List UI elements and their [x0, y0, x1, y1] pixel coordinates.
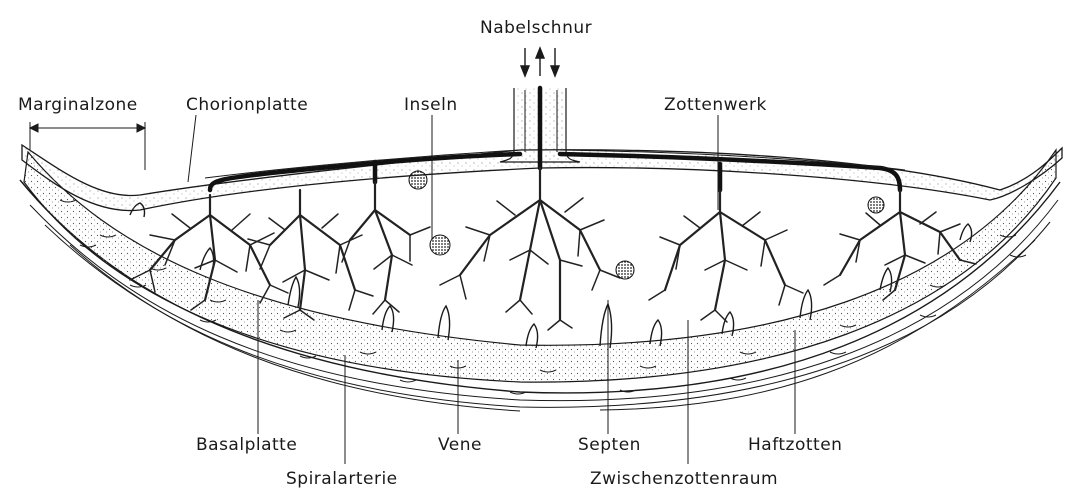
label-nabelschnur: Nabelschnur: [480, 18, 592, 38]
label-septen: Septen: [578, 435, 641, 455]
label-haftzotten: Haftzotten: [748, 435, 842, 455]
island-spots: [409, 171, 884, 279]
label-zwischenzottenraum: Zwischenzottenraum: [590, 469, 778, 489]
label-inseln: Inseln: [404, 95, 458, 115]
label-marginalzone: Marginalzone: [18, 95, 138, 115]
label-basalplatte: Basalplatte: [196, 435, 297, 455]
label-spiralarterie: Spiralarterie: [286, 469, 398, 489]
label-chorionplatte: Chorionplatte: [186, 95, 308, 115]
label-vene: Vene: [438, 435, 482, 455]
cord-arrows: [521, 48, 559, 76]
label-zottenwerk: Zottenwerk: [664, 95, 767, 115]
